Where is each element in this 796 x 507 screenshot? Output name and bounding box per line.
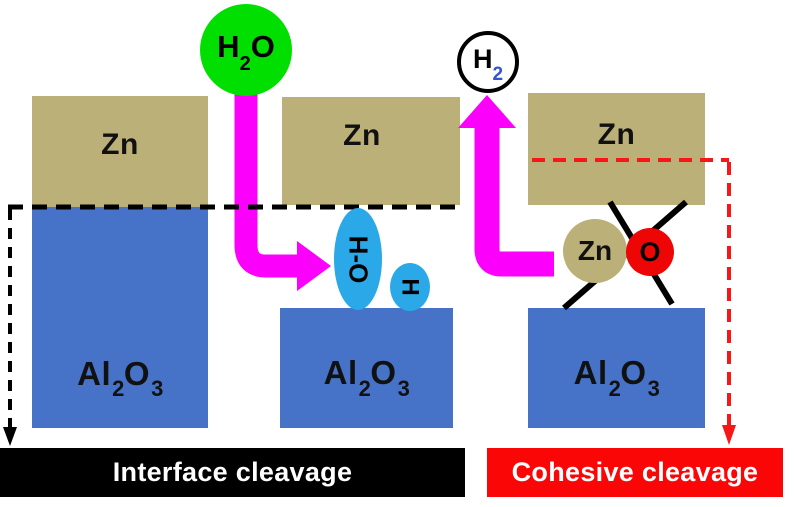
h2-label: H2 [472, 43, 503, 85]
formula-sub3: 3 [151, 376, 164, 402]
al2o3-label: Al2O3 [77, 237, 164, 402]
zn-atom-label: Zn [577, 235, 613, 266]
zn-block-left: Zn [32, 96, 208, 207]
zn-block-label: Zn [101, 127, 139, 161]
h2o-label: H2O [217, 29, 275, 74]
zn-atom: Zn [563, 219, 627, 283]
cohesive-cleavage-bar: Cohesive cleavage [487, 448, 783, 497]
formula-sub2: 2 [112, 376, 125, 402]
h2o-h: H [217, 29, 240, 65]
h2-release-arrowhead [458, 95, 516, 128]
cohesive-cleavage-caption: Cohesive cleavage [511, 457, 759, 487]
cohesive-dashed-arrowhead [722, 425, 736, 445]
h2o-o: O [250, 29, 275, 65]
interface-cleavage-caption: Interface cleavage [112, 457, 353, 487]
h2-molecule: H2 [457, 31, 519, 93]
formula-o: O [123, 354, 151, 392]
zn-block-label: Zn [343, 119, 381, 152]
h2-h: H [472, 43, 493, 74]
formula-o: O [620, 354, 647, 392]
formula-al: Al [77, 354, 112, 392]
al2o3-block-left: Al2O3 [32, 207, 208, 428]
formula-sub2: 2 [358, 375, 372, 401]
hydroxyl-label: H-O [343, 235, 374, 283]
formula-sub2: 2 [608, 375, 622, 401]
h2o-sub: 2 [239, 52, 251, 75]
zn-block-label: Zn [597, 118, 636, 151]
formula-o: O [370, 354, 397, 392]
h2o-molecule: H2O [200, 4, 292, 96]
hydrogen-label: H [397, 278, 424, 296]
al2o3-label: Al2O3 [323, 338, 411, 401]
zn-block-middle: Zn [282, 97, 460, 205]
o-atom: O [626, 228, 674, 276]
h2-sub: 2 [492, 64, 504, 86]
formula-al: Al [323, 354, 358, 392]
formula-al: Al [573, 354, 608, 392]
hydrogen-fragment: H [390, 263, 430, 311]
al2o3-label: Al2O3 [573, 338, 661, 401]
formula-sub3: 3 [647, 375, 661, 401]
o-atom-label: O [639, 236, 661, 267]
interface-cleavage-bar: Interface cleavage [0, 448, 465, 497]
formula-sub3: 3 [397, 375, 411, 401]
al2o3-block-middle: Al2O3 [280, 308, 453, 428]
interface-dashed-arrowhead [3, 427, 17, 446]
al2o3-block-right: Al2O3 [528, 308, 705, 428]
water-attack-arrowhead [297, 241, 331, 291]
hydroxyl-fragment: H-O [334, 208, 382, 310]
zn-block-right: Zn [528, 93, 705, 205]
